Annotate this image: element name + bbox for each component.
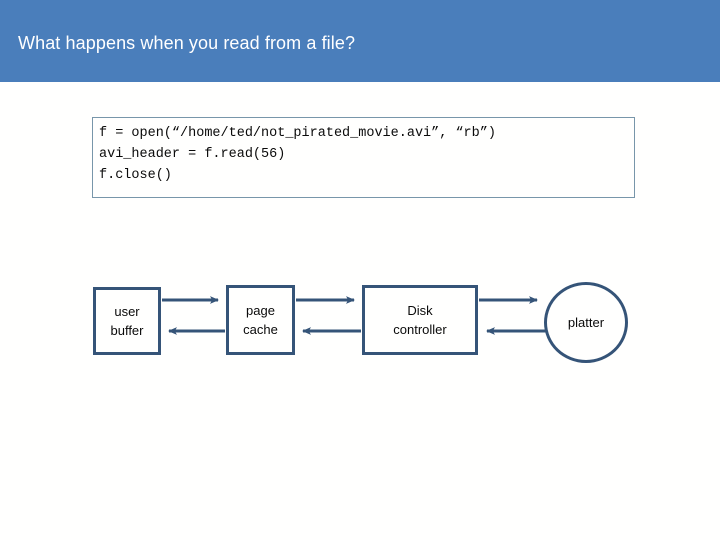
diagram-node-page-cache-line2: cache [243,322,278,337]
diagram-node-platter: platter [544,282,628,363]
diagram-node-platter-line1: platter [567,315,605,330]
diagram-node-disk-controller: Disk controller [362,285,478,355]
diagram-node-user-buffer-line2: buffer [110,323,144,338]
diagram-node-disk-controller-line1: Disk [407,303,433,318]
slide-header-bar [0,0,720,82]
diagram-node-user-buffer: user buffer [93,287,161,355]
diagram-node-page-cache-line1: page [246,303,275,318]
page-title: What happens when you read from a file? [18,33,356,53]
arrow-user-buffer-to-page-cache [162,296,225,335]
arrow-page-cache-to-disk-controller [296,296,361,335]
code-block: f = open(“/home/ted/not_pirated_movie.av… [92,117,635,198]
diagram-node-disk-controller-line2: controller [393,322,447,337]
diagram-node-page-cache: page cache [226,285,295,355]
arrow-disk-controller-to-platter [479,296,546,335]
diagram-node-user-buffer-line1: user [114,304,140,319]
code-block-text: f = open(“/home/ted/not_pirated_movie.av… [99,126,496,183]
